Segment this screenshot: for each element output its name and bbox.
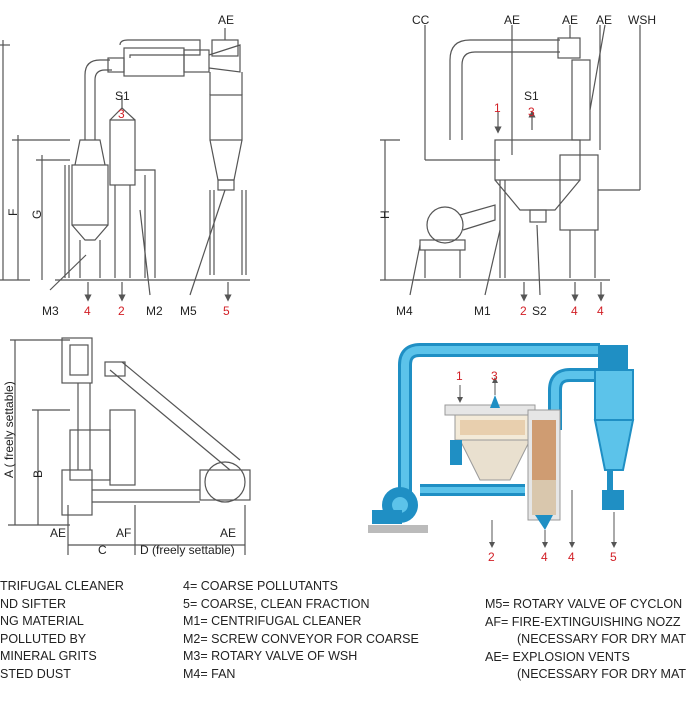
- number-2-left: 2: [118, 304, 125, 318]
- number-3-3d: 3: [491, 369, 498, 383]
- legend-item: (NECESSARY FOR DRY MAT: [517, 632, 687, 647]
- legend-item: ND SIFTER: [0, 596, 66, 611]
- label-m1: M1: [474, 304, 491, 318]
- number-4-left: 4: [84, 304, 91, 318]
- legend-item: MINERAL GRITS: [0, 649, 97, 664]
- number-4-right-a: 4: [571, 304, 578, 318]
- number-3-left: 3: [118, 107, 125, 121]
- dim-f: F: [6, 209, 20, 216]
- label-ae-top-right-1: AE: [504, 13, 520, 27]
- dim-d: D (freely settable): [140, 543, 235, 557]
- label-s1-left: S1: [115, 89, 130, 103]
- dim-h: H: [378, 210, 392, 219]
- label-af: AF: [116, 526, 131, 540]
- label-wsh: WSH: [628, 13, 656, 27]
- legend-item: M1= CENTRIFUGAL CLEANER: [183, 614, 362, 629]
- label-ae-plan-right: AE: [220, 526, 236, 540]
- label-m4: M4: [396, 304, 413, 318]
- number-1-3d: 1: [456, 369, 463, 383]
- legend-item: 5= COARSE, CLEAN FRACTION: [183, 596, 370, 611]
- label-s2: S2: [532, 304, 547, 318]
- view-top-left: [0, 28, 250, 302]
- number-3-right: 3: [528, 105, 535, 119]
- legend-item: POLLUTED BY: [0, 631, 87, 646]
- label-ae-top-left: AE: [218, 13, 234, 27]
- legend-column-3: M5= ROTARY VALVE OF CYCLON AF= FIRE-EXTI…: [485, 596, 686, 684]
- number-5-left: 5: [223, 304, 230, 318]
- dim-b: B: [31, 470, 45, 478]
- number-5-3d: 5: [610, 550, 617, 564]
- label-m2: M2: [146, 304, 163, 318]
- number-4-right-b: 4: [597, 304, 604, 318]
- number-2-right: 2: [520, 304, 527, 318]
- label-ae-top-right-3: AE: [596, 13, 612, 27]
- number-2-3d: 2: [488, 550, 495, 564]
- legend-item: M5= ROTARY VALVE OF CYCLON: [485, 597, 683, 611]
- legend-item: STED DUST: [0, 666, 71, 681]
- legend-item: NG MATERIAL: [0, 614, 84, 629]
- legend-item: 4= COARSE POLLUTANTS: [183, 579, 339, 593]
- legend-item: M2= SCREW CONVEYOR FOR COARSE: [183, 631, 419, 646]
- legend-column-1: TRIFUGAL CLEANER ND SIFTER NG MATERIAL P…: [0, 578, 124, 684]
- view-bottom-left: [8, 337, 251, 555]
- view-top-right: [380, 24, 641, 302]
- legend-item: (NECESSARY FOR DRY MAT: [517, 667, 687, 682]
- number-1-right: 1: [494, 101, 501, 115]
- number-4-3d-b: 4: [568, 550, 575, 564]
- legend-item: M4= FAN: [183, 666, 236, 681]
- label-cc: CC: [412, 13, 430, 27]
- dim-a: A ( freely settable): [2, 381, 16, 478]
- label-ae-top-right-2: AE: [562, 13, 578, 27]
- legend-item: AF= FIRE-EXTINGUISHING NOZZ: [485, 614, 681, 629]
- dim-c: C: [98, 543, 107, 557]
- legend-column-2: 4= COARSE POLLUTANTS 5= COARSE, CLEAN FR…: [183, 578, 419, 684]
- number-4-3d-a: 4: [541, 550, 548, 564]
- legend-item: TRIFUGAL CLEANER: [0, 579, 124, 593]
- label-m3: M3: [42, 304, 59, 318]
- legend-item: M3= ROTARY VALVE OF WSH: [183, 649, 358, 664]
- label-ae-plan-left: AE: [50, 526, 66, 540]
- view-bottom-right-3d: [368, 343, 635, 548]
- label-s1-right: S1: [524, 89, 539, 103]
- label-m5: M5: [180, 304, 197, 318]
- dim-g: G: [30, 210, 44, 219]
- legend-item: AE= EXPLOSION VENTS: [485, 649, 630, 664]
